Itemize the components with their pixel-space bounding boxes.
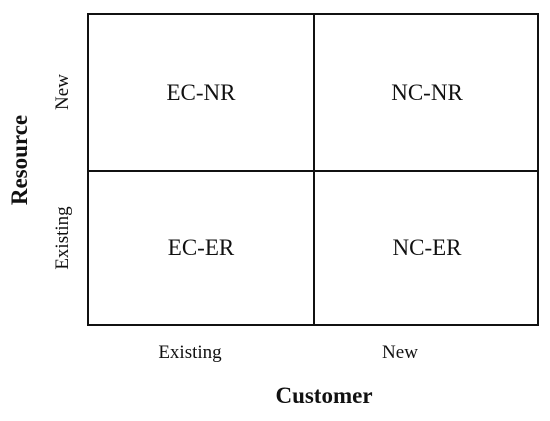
x-axis-label: Customer (275, 383, 373, 408)
cell-existing-customer-new-resource: EC-NR (166, 79, 236, 105)
x-tick-existing: Existing (158, 342, 222, 363)
cell-new-customer-existing-resource: NC-ER (392, 235, 462, 260)
horizontal-divider (89, 170, 537, 172)
quadrant-matrix: EC-NR NC-NR EC-ER NC-ER (87, 13, 539, 326)
y-tick-new: New (52, 74, 73, 110)
y-tick-existing: Existing (52, 206, 73, 270)
vertical-divider (313, 15, 315, 324)
cell-existing-customer-existing-resource: EC-ER (167, 235, 235, 260)
y-axis-label: Resource (7, 114, 32, 206)
cell-new-customer-new-resource: NC-NR (391, 79, 463, 105)
x-tick-new: New (382, 342, 418, 363)
